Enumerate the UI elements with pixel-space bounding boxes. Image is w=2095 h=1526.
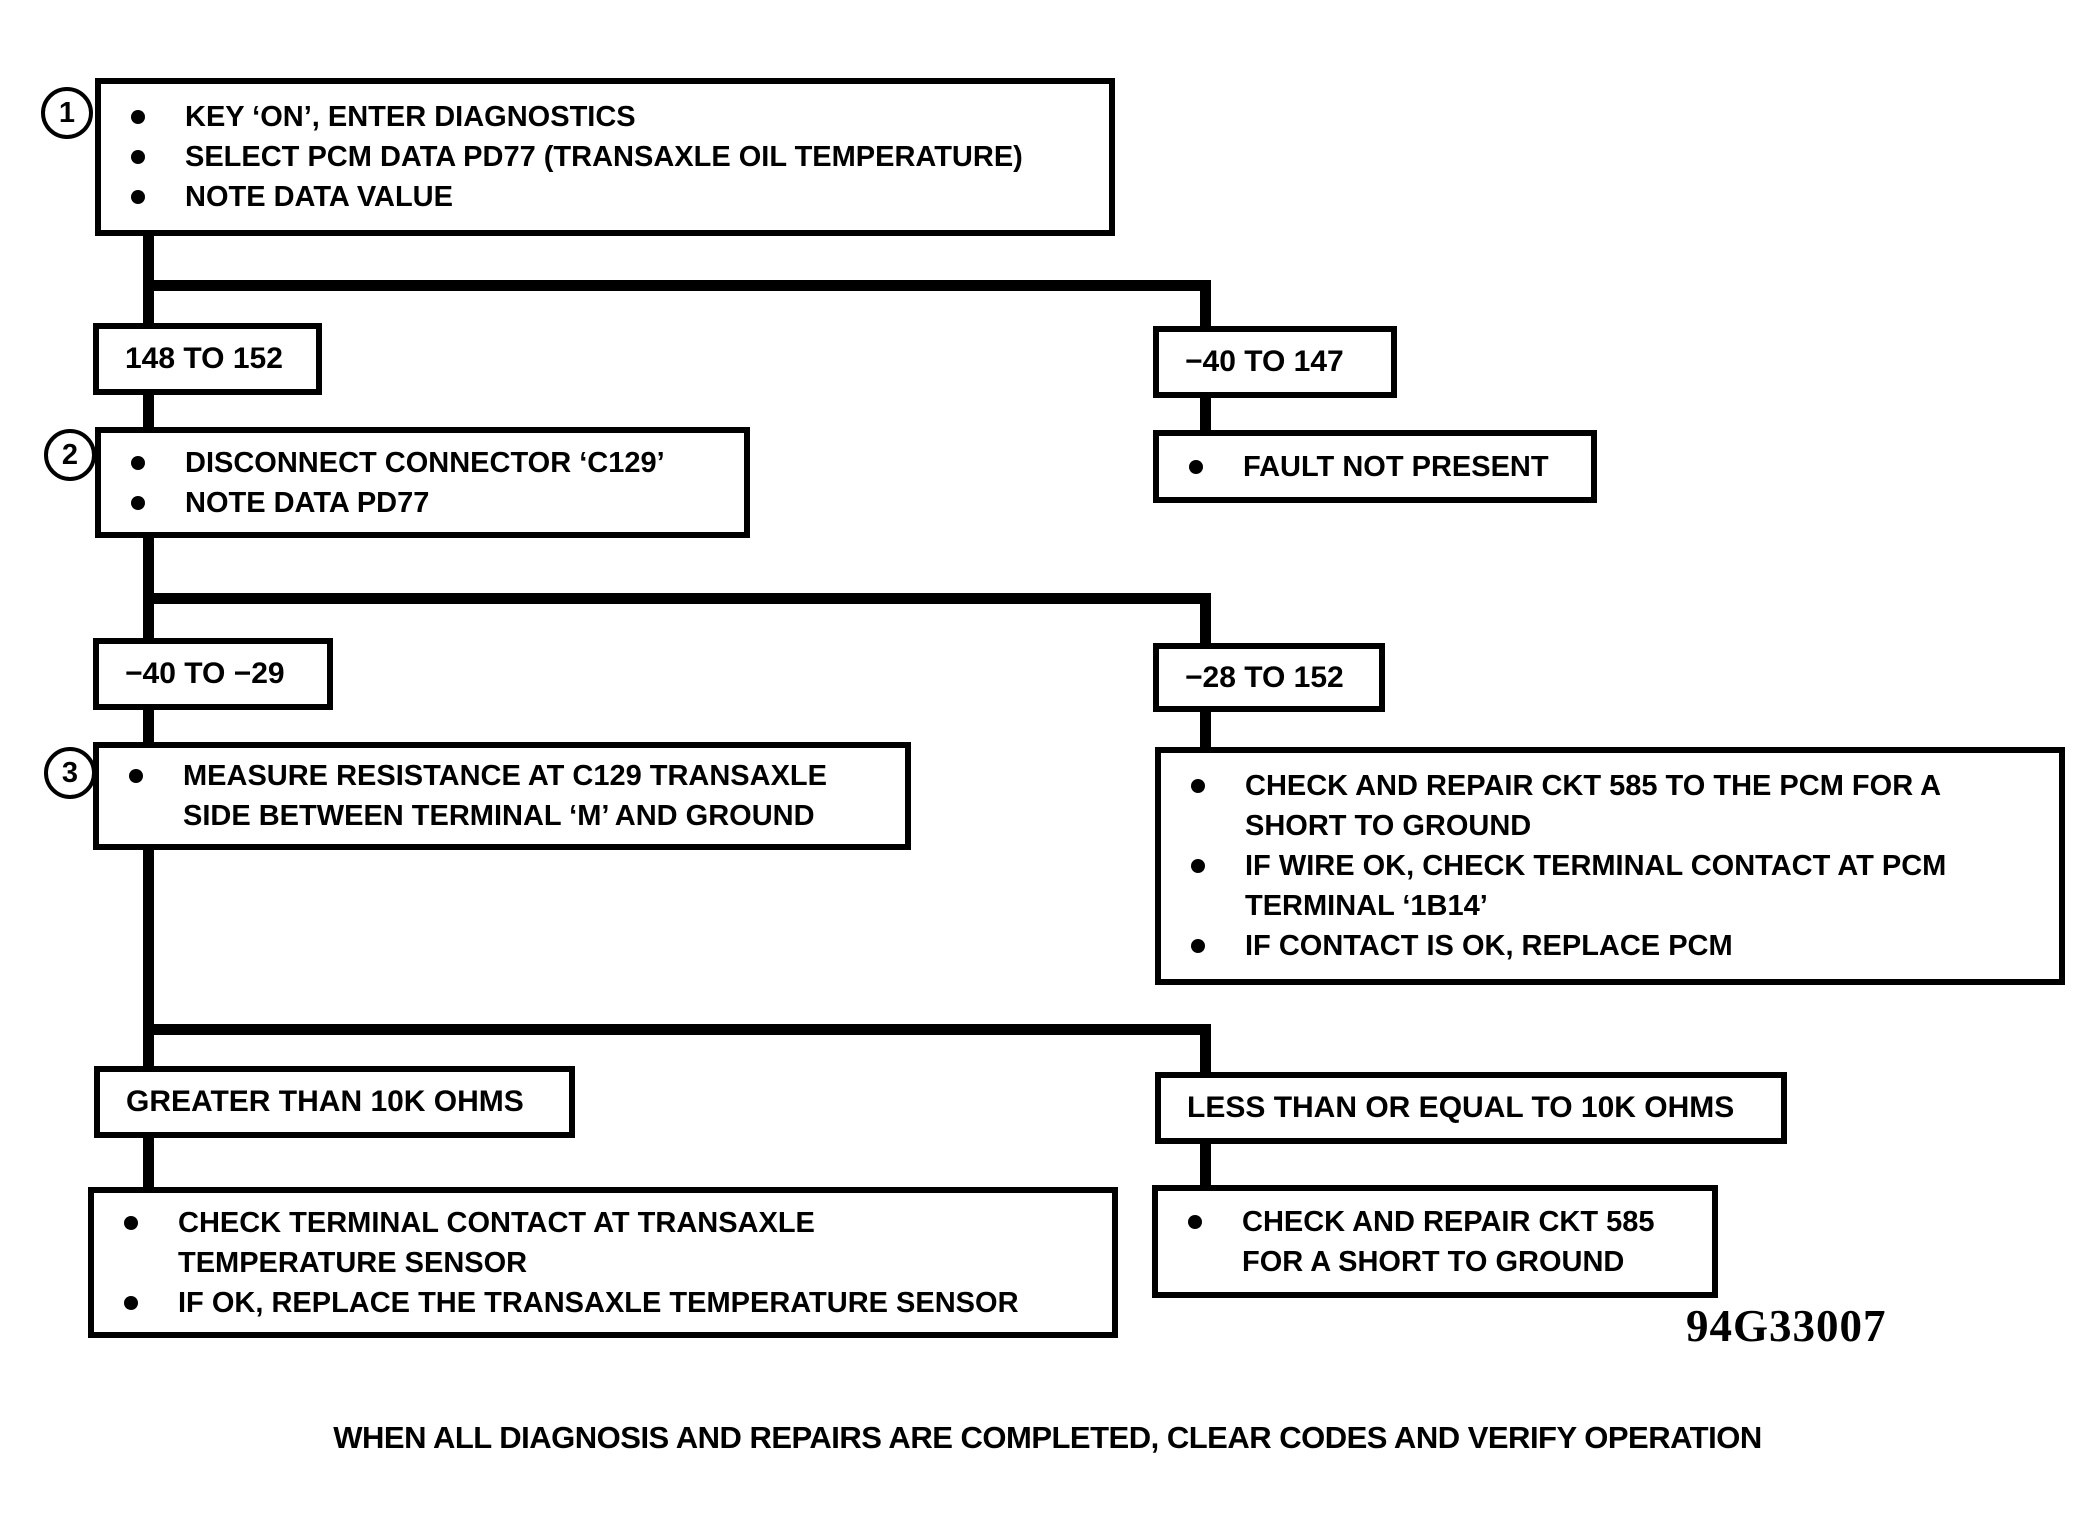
bullet-icon [131,150,145,164]
sensor-bullet-2-text: IF OK, REPLACE THE TRANSAXLE TEMPERATURE… [178,1286,1019,1319]
bullet-icon [131,190,145,204]
step3-bullet-1-cont: SIDE BETWEEN TERMINAL ‘M’ AND GROUND [99,796,905,836]
branch-label-less-equal-10k-ohms-text: LESS THAN OR EQUAL TO 10K OHMS [1187,1091,1735,1124]
ckt585-bullet-1: CHECK AND REPAIR CKT 585 [1158,1202,1712,1242]
sensor-bullet-1-cont: TEMPERATURE SENSOR [94,1243,1112,1283]
bullet-icon [124,1215,138,1230]
step1-bullet-2: SELECT PCM DATA PD77 (TRANSAXLE OIL TEMP… [101,137,1109,177]
bullet-icon [131,110,145,124]
pcm-bullet-3-text: IF CONTACT IS OK, REPLACE PCM [1245,930,1733,962]
pcm-bullet-2-text: IF WIRE OK, CHECK TERMINAL CONTACT AT PC… [1245,850,1947,882]
branch-label-minus40-to-minus29: −40 TO −29 [93,638,333,710]
ckt585-bullet-1-cont: FOR A SHORT TO GROUND [1158,1242,1712,1282]
footer-instruction: WHEN ALL DIAGNOSIS AND REPAIRS ARE COMPL… [333,1420,1762,1455]
bullet-icon [131,495,145,510]
pcm-bullet-2-cont: TERMINAL ‘1B14’ [1161,886,2059,926]
fault-bullet-1: FAULT NOT PRESENT [1159,447,1591,487]
step-number-3-badge: 3 [44,747,96,799]
bullet-icon [1191,939,1205,953]
branch-label-minus40-to-147: −40 TO 147 [1153,326,1397,398]
bullet-icon [1189,459,1203,474]
step3-bullet-1: MEASURE RESISTANCE AT C129 TRANSAXLE [99,756,905,796]
step1-bullet-2-text: SELECT PCM DATA PD77 (TRANSAXLE OIL TEMP… [185,141,1023,173]
connector-branch-2 [143,593,1211,604]
step-number-2: 2 [61,438,79,471]
branch-label-148-to-152: 148 TO 152 [93,323,322,395]
step2-bullet-2-text: NOTE DATA PD77 [185,486,430,519]
sensor-repair-box: CHECK TERMINAL CONTACT AT TRANSAXLE TEMP… [88,1187,1118,1338]
bullet-icon [1188,1214,1202,1229]
pcm-bullet-1-text: CHECK AND REPAIR CKT 585 TO THE PCM FOR … [1245,770,1942,802]
pcm-bullet-3: IF CONTACT IS OK, REPLACE PCM [1161,926,2059,966]
sensor-bullet-1: CHECK TERMINAL CONTACT AT TRANSAXLE [94,1203,1112,1243]
branch-label-less-equal-10k-ohms: LESS THAN OR EQUAL TO 10K OHMS [1155,1072,1787,1144]
step2-bullet-1: DISCONNECT CONNECTOR ‘C129’ [101,443,744,483]
step3-action-box: MEASURE RESISTANCE AT C129 TRANSAXLE SID… [93,742,911,850]
bullet-icon [131,455,145,470]
step3-bullet-1-text: MEASURE RESISTANCE AT C129 TRANSAXLE [183,760,827,792]
pcm-bullet-2-cont-text: TERMINAL ‘1B14’ [1245,890,1488,922]
bullet-icon [1191,779,1205,793]
pcm-bullet-2: IF WIRE OK, CHECK TERMINAL CONTACT AT PC… [1161,846,2059,886]
step-number-2-badge: 2 [44,429,96,481]
connector-branch-1 [143,280,1211,291]
bullet-icon [1191,859,1205,873]
connector-trunk-3 [143,846,154,1191]
sensor-bullet-1-text: CHECK TERMINAL CONTACT AT TRANSAXLE [178,1206,815,1239]
step1-bullet-3: NOTE DATA VALUE [101,177,1109,217]
fault-not-present-box: FAULT NOT PRESENT [1153,430,1597,503]
branch-label-greater-than-10k-ohms: GREATER THAN 10K OHMS [94,1066,575,1138]
step-number-1-badge: 1 [41,87,93,139]
step-number-3: 3 [61,756,79,789]
ckt585-bullet-1-text: CHECK AND REPAIR CKT 585 [1242,1205,1655,1238]
pcm-bullet-1-cont: SHORT TO GROUND [1161,806,2059,846]
branch-label-minus28-to-152-text: −28 TO 152 [1185,660,1344,694]
pcm-bullet-1-cont-text: SHORT TO GROUND [1245,810,1532,842]
branch-label-minus28-to-152: −28 TO 152 [1153,643,1385,712]
pcm-bullet-1: CHECK AND REPAIR CKT 585 TO THE PCM FOR … [1161,766,2059,806]
branch-label-minus40-to-minus29-text: −40 TO −29 [125,657,285,690]
branch-label-greater-than-10k-ohms-text: GREATER THAN 10K OHMS [126,1085,524,1118]
step1-bullet-3-text: NOTE DATA VALUE [185,181,453,213]
branch-label-148-to-152-text: 148 TO 152 [125,342,283,375]
step1-bullet-1: KEY ‘ON’, ENTER DIAGNOSTICS [101,97,1109,137]
ckt585-bullet-1-cont-text: FOR A SHORT TO GROUND [1242,1245,1625,1278]
figure-code: 94G33007 [1686,1301,1887,1351]
connector-branch-3-horizontal [143,1024,1211,1035]
step2-bullet-1-text: DISCONNECT CONNECTOR ‘C129’ [185,446,665,479]
bullet-icon [124,1295,138,1310]
step1-bullet-1-text: KEY ‘ON’, ENTER DIAGNOSTICS [185,101,636,133]
step2-action-box: DISCONNECT CONNECTOR ‘C129’ NOTE DATA PD… [95,427,750,538]
step-number-1: 1 [58,96,76,129]
step3-bullet-1-cont-text: SIDE BETWEEN TERMINAL ‘M’ AND GROUND [183,800,815,832]
step1-action-box: KEY ‘ON’, ENTER DIAGNOSTICS SELECT PCM D… [95,78,1115,236]
sensor-bullet-2: IF OK, REPLACE THE TRANSAXLE TEMPERATURE… [94,1283,1112,1323]
fault-bullet-1-text: FAULT NOT PRESENT [1243,450,1549,483]
bullet-icon [129,769,143,783]
step2-bullet-2: NOTE DATA PD77 [101,483,744,523]
pcm-repair-box: CHECK AND REPAIR CKT 585 TO THE PCM FOR … [1155,747,2065,985]
sensor-bullet-1-cont-text: TEMPERATURE SENSOR [178,1246,528,1279]
ckt585-repair-box: CHECK AND REPAIR CKT 585 FOR A SHORT TO … [1152,1185,1718,1298]
branch-label-minus40-to-147-text: −40 TO 147 [1185,345,1344,378]
